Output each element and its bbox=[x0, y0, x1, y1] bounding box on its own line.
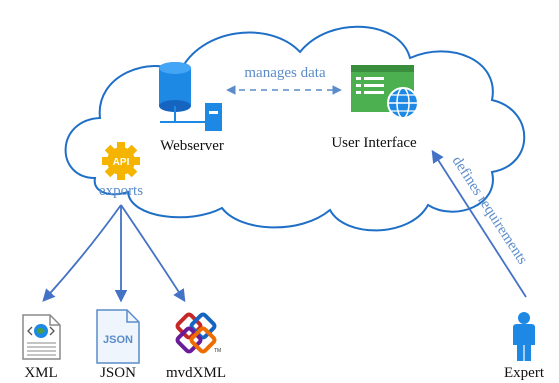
xml-document-icon bbox=[22, 314, 61, 360]
api-gear-icon: API bbox=[102, 142, 140, 180]
api-badge-text: API bbox=[113, 157, 130, 168]
json-icon-text: JSON bbox=[103, 334, 133, 346]
expert-label: Expert bbox=[504, 365, 545, 381]
exports-label: exports bbox=[99, 183, 143, 199]
globe-icon bbox=[387, 87, 419, 119]
manages-data-label: manages data bbox=[244, 65, 326, 81]
export-arrows bbox=[42, 204, 186, 303]
mvdxml-tm-text: TM bbox=[214, 348, 221, 354]
mvdxml-logo-icon: TM bbox=[175, 312, 221, 354]
user-interface-label: User Interface bbox=[331, 135, 417, 151]
expert-person-icon bbox=[513, 312, 535, 361]
defines-requirements-arrow bbox=[431, 149, 527, 298]
export-arrow-xml bbox=[42, 204, 122, 302]
cloud-shape bbox=[64, 25, 526, 232]
json-document-icon: JSON bbox=[96, 309, 140, 364]
mvdxml-label: mvdXML bbox=[166, 365, 226, 381]
webserver-label: Webserver bbox=[160, 138, 224, 154]
json-label: JSON bbox=[100, 365, 136, 381]
xml-label: XML bbox=[24, 365, 57, 381]
export-arrow-mvdxml bbox=[120, 204, 186, 303]
database-server-icon bbox=[159, 62, 222, 131]
